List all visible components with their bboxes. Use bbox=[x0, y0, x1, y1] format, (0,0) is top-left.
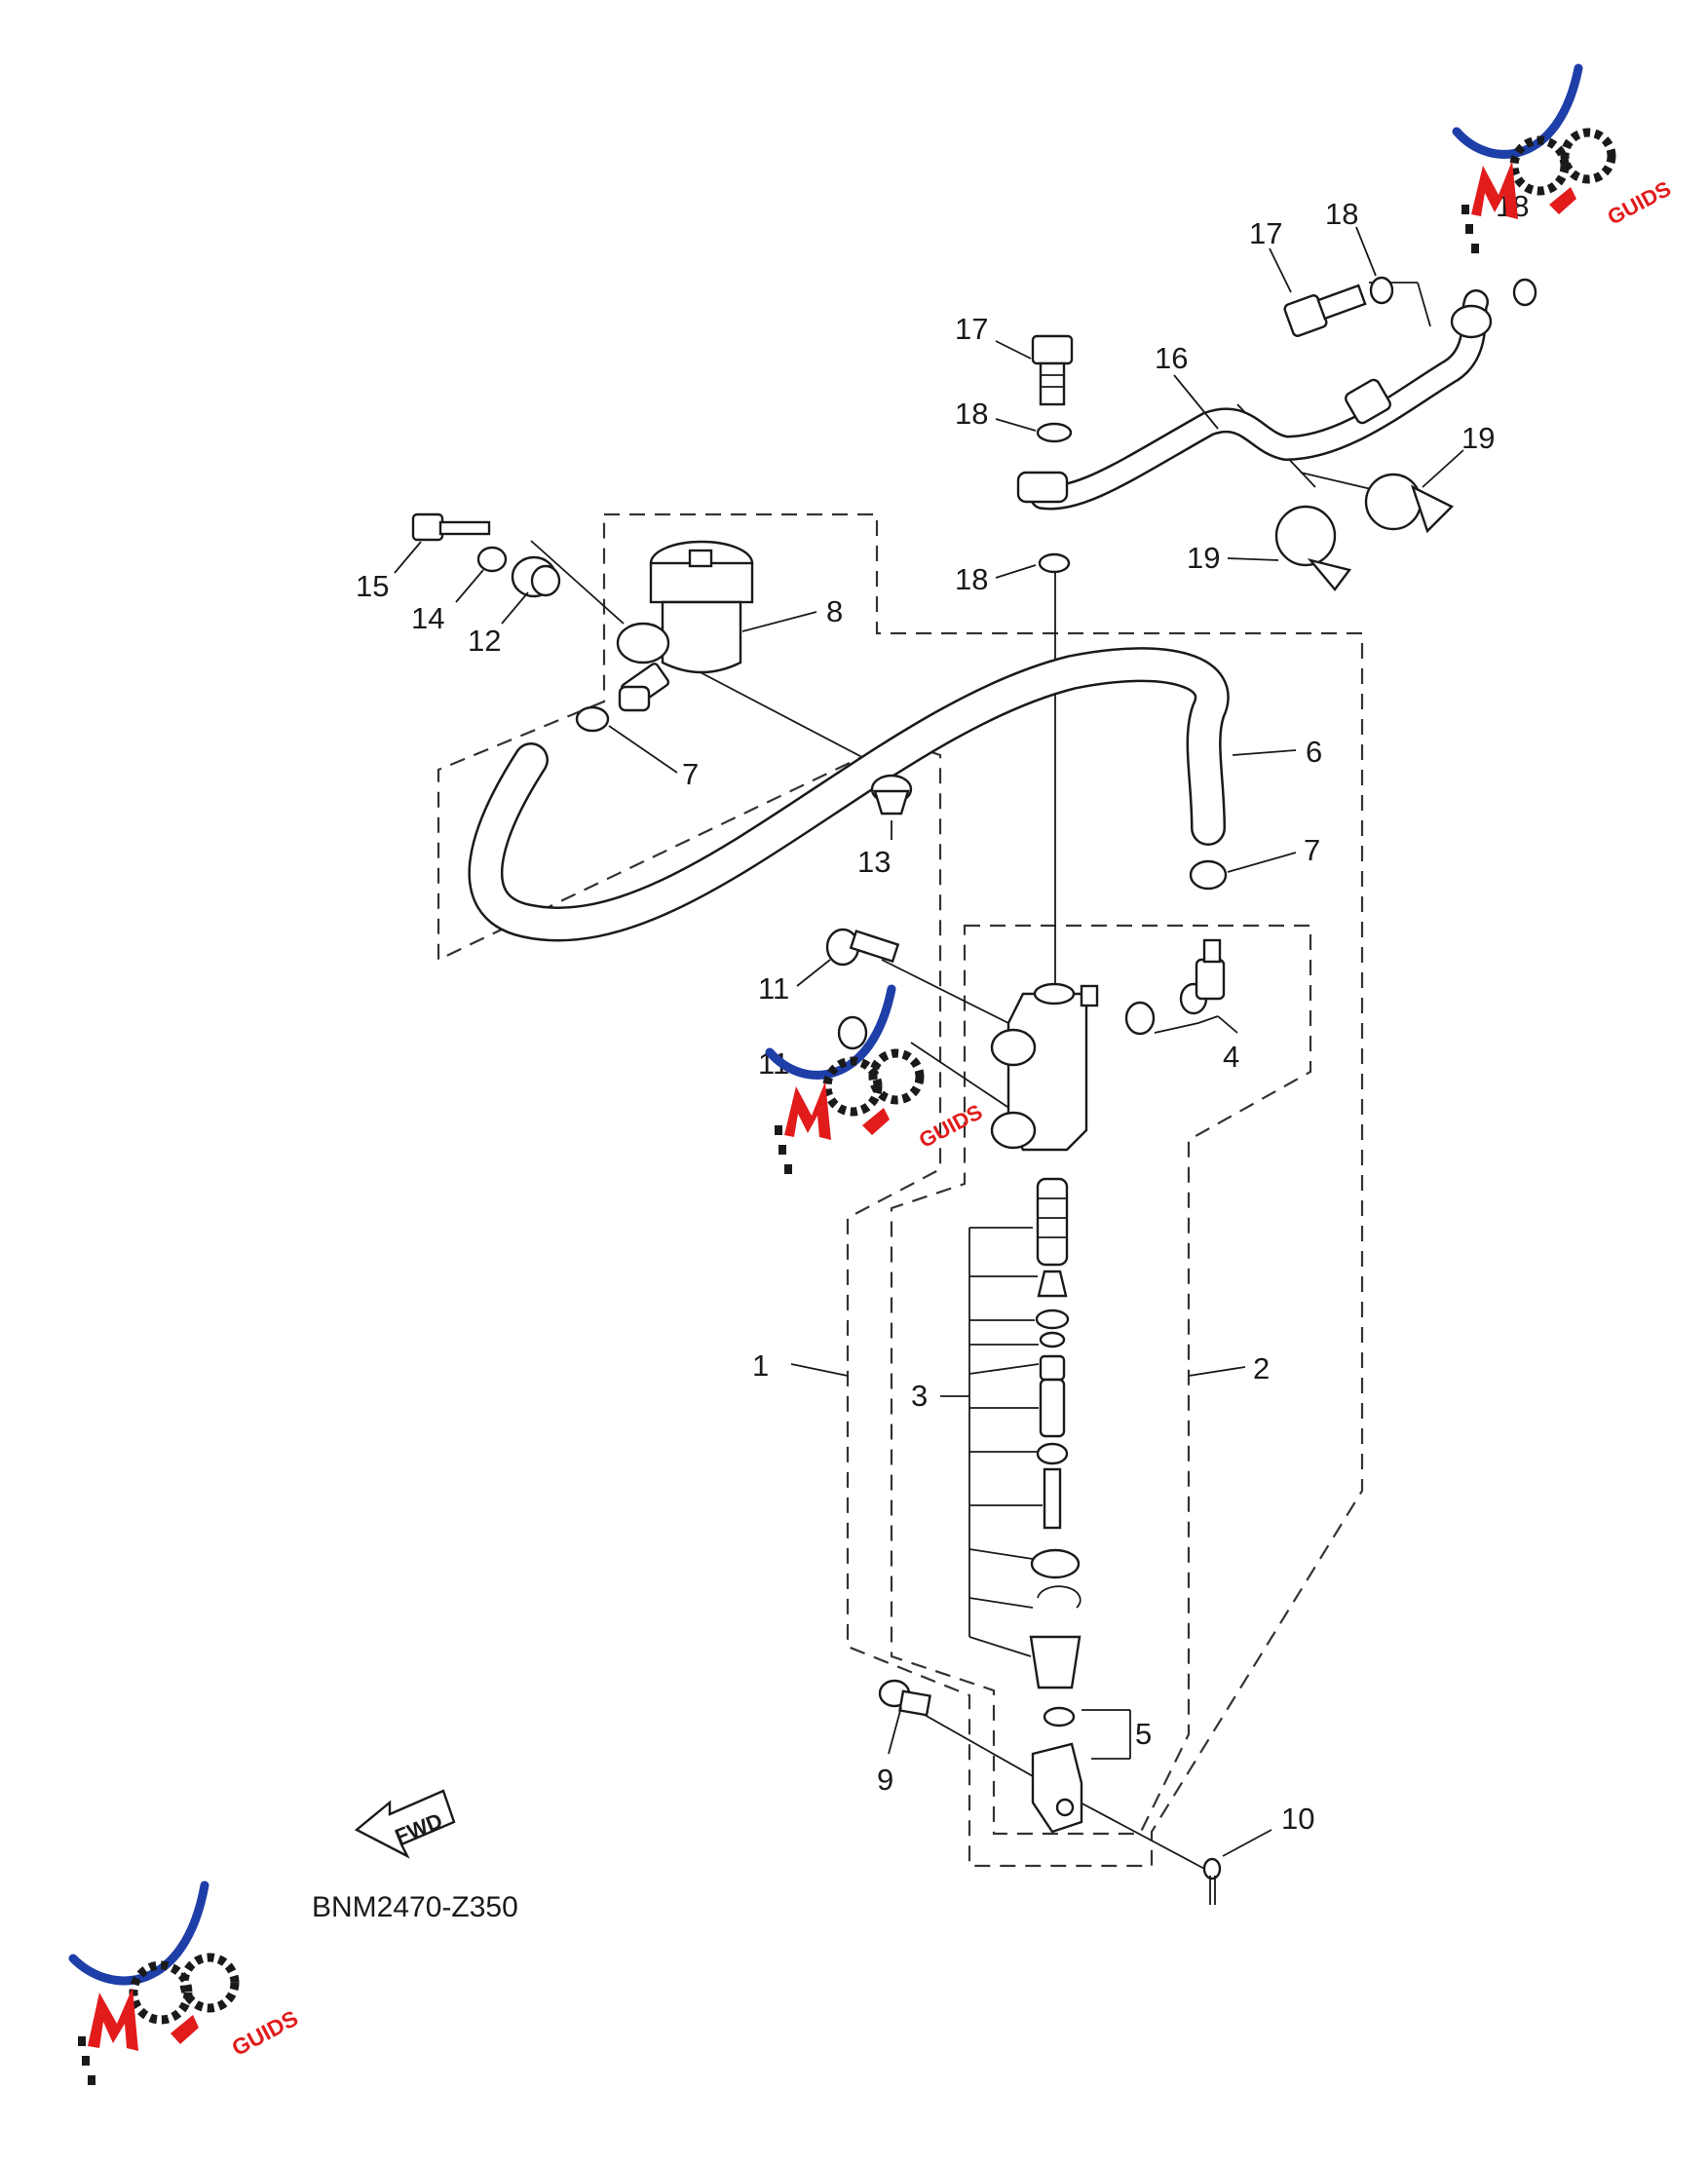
callout-5: 5 bbox=[1135, 1717, 1152, 1751]
clevis-rod-end bbox=[1031, 1706, 1131, 1834]
watermark-logo-bottom-left: GUIDS bbox=[68, 1880, 303, 2085]
callout-7-upper: 7 bbox=[682, 757, 699, 791]
watermark-suffix-bottom-left: GUIDS bbox=[228, 2005, 303, 2061]
fwd-arrow-icon: FWD bbox=[354, 1789, 456, 1859]
clevis-pin bbox=[878, 1679, 931, 1717]
callout-6: 6 bbox=[1306, 735, 1322, 769]
callout-1: 1 bbox=[752, 1348, 769, 1383]
cotter-pin bbox=[1202, 1857, 1222, 1905]
callout-18-lower: 18 bbox=[955, 562, 988, 596]
callout-2: 2 bbox=[1253, 1351, 1270, 1386]
grommet-13 bbox=[870, 774, 913, 816]
callout-17-right: 17 bbox=[1249, 216, 1282, 250]
callout-4: 4 bbox=[1223, 1040, 1239, 1074]
callout-19-left: 19 bbox=[1187, 541, 1220, 575]
mounting-bolt-lower bbox=[837, 1015, 868, 1050]
callout-18-upper: 18 bbox=[955, 397, 988, 431]
washer-14 bbox=[476, 546, 508, 573]
watermark-suffix-center: GUIDS bbox=[915, 1099, 986, 1153]
callout-16: 16 bbox=[1155, 341, 1188, 375]
callouts: 1 2 3 4 5 6 7 7 8 9 10 11 11 12 13 14 15 bbox=[356, 189, 1529, 1857]
hose-fitting bbox=[1124, 938, 1226, 1036]
grommet-12 bbox=[511, 555, 561, 598]
callout-3: 3 bbox=[911, 1379, 928, 1413]
hose-clip-lower bbox=[1189, 859, 1228, 891]
callout-19-right: 19 bbox=[1461, 421, 1495, 455]
callout-14: 14 bbox=[411, 601, 444, 635]
callout-15: 15 bbox=[356, 569, 389, 603]
diagram-code: BNM2470-Z350 bbox=[312, 1891, 518, 1923]
parts bbox=[411, 276, 1537, 1905]
master-cylinder bbox=[990, 982, 1099, 1152]
hose-clip-upper bbox=[575, 705, 610, 733]
washer-4 bbox=[1512, 278, 1537, 307]
washer-2 bbox=[1038, 552, 1071, 574]
assembly-2-outline bbox=[890, 924, 1312, 1836]
callout-8: 8 bbox=[826, 594, 843, 628]
washer-1 bbox=[1036, 422, 1073, 443]
callout-9: 9 bbox=[877, 1763, 893, 1797]
callout-18-right: 18 bbox=[1325, 197, 1358, 231]
watermark-logo-center: GUIDS bbox=[765, 984, 986, 1174]
washer-3 bbox=[1369, 276, 1394, 305]
callout-7-lower: 7 bbox=[1304, 833, 1320, 867]
union-bolt-top bbox=[1031, 334, 1074, 406]
union-bolt-right bbox=[1283, 284, 1367, 337]
mounting-bolt-upper bbox=[825, 928, 900, 967]
hose-clamp-1 bbox=[1274, 505, 1352, 591]
assembly-1-outline bbox=[436, 513, 1364, 1868]
piston-kit bbox=[968, 1177, 1082, 1689]
watermark-logo-top-right: GUIDS bbox=[1452, 63, 1675, 253]
callout-12: 12 bbox=[468, 624, 501, 658]
callout-11-upper: 11 bbox=[758, 971, 789, 1006]
reservoir-tank bbox=[616, 540, 754, 712]
watermark-suffix-top-right: GUIDS bbox=[1604, 176, 1675, 230]
bolt-15 bbox=[411, 513, 491, 542]
assembly-outlines bbox=[436, 513, 1364, 1868]
callout-13: 13 bbox=[857, 845, 891, 879]
callout-10: 10 bbox=[1281, 1802, 1314, 1836]
hose-clamp-2 bbox=[1364, 473, 1455, 534]
callout-17-top: 17 bbox=[955, 312, 988, 346]
